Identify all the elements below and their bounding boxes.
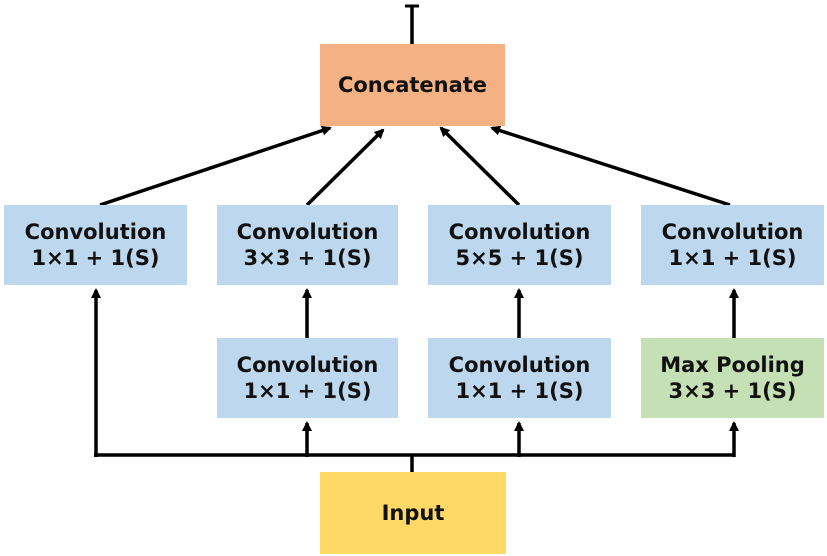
top-conv-1-node: Convolution 1×1 + 1(S) [4, 205, 187, 285]
node-detail: 3×3 + 1(S) [243, 246, 372, 270]
node-title: Convolution [236, 219, 379, 244]
bottom-conv-2-node: Convolution 1×1 + 1(S) [428, 338, 611, 418]
node-title: Convolution [448, 219, 591, 244]
node-detail: 1×1 + 1(S) [455, 379, 584, 403]
node-detail: 1×1 + 1(S) [668, 246, 797, 270]
top-conv-3-node: Convolution 5×5 + 1(S) [428, 205, 611, 285]
input-label: Input [381, 500, 445, 525]
node-title: Convolution [24, 219, 167, 244]
node-title: Convolution [448, 352, 591, 377]
input-node: Input [320, 472, 506, 554]
node-detail: 1×1 + 1(S) [243, 379, 372, 403]
edge-top-conv-2-to-concatenate [305, 128, 385, 207]
top-conv-2-node: Convolution 3×3 + 1(S) [217, 205, 398, 285]
edge-top-conv-1-to-concatenate [99, 125, 332, 207]
node-detail: 3×3 + 1(S) [668, 379, 797, 403]
node-title: Max Pooling [660, 352, 805, 377]
edge-top-conv-4-to-concatenate [490, 125, 731, 207]
bottom-conv-1-node: Convolution 1×1 + 1(S) [217, 338, 398, 418]
top-conv-4-node: Convolution 1×1 + 1(S) [641, 205, 824, 285]
concatenate-node: Concatenate [320, 44, 505, 126]
node-title: Convolution [236, 352, 379, 377]
max-pooling-node: Max Pooling 3×3 + 1(S) [641, 338, 824, 418]
concatenate-label: Concatenate [337, 72, 488, 97]
node-detail: 5×5 + 1(S) [455, 246, 584, 270]
edge-top-conv-3-to-concatenate [439, 126, 521, 207]
node-detail: 1×1 + 1(S) [31, 246, 160, 270]
node-title: Convolution [661, 219, 804, 244]
